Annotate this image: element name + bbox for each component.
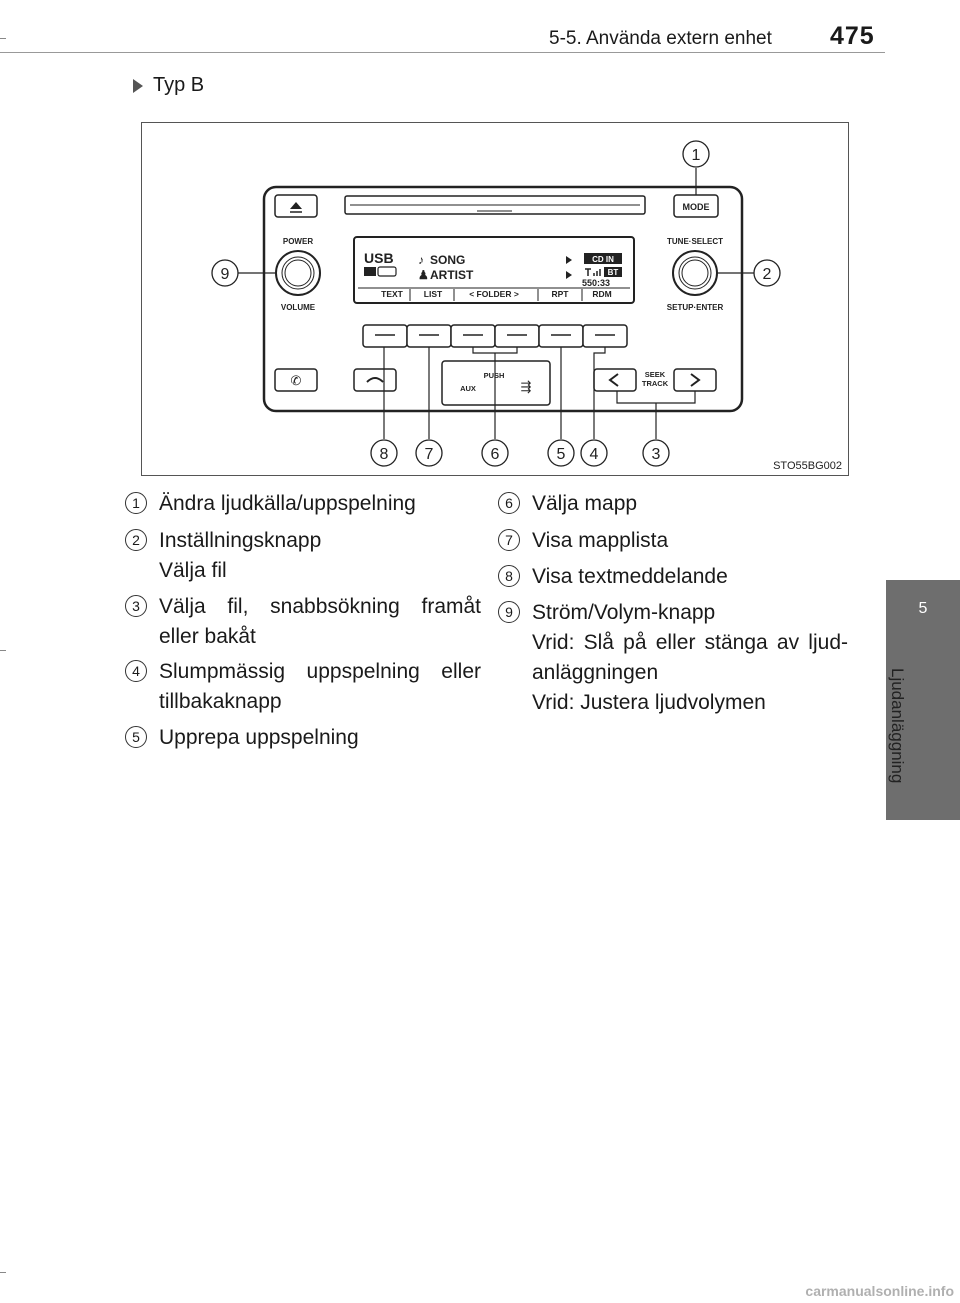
item-text: tillbakaknapp	[159, 690, 282, 713]
power-volume-knob	[275, 250, 321, 296]
aux-label: AUX	[460, 384, 476, 393]
item-number: 4	[125, 660, 147, 682]
radio-illustration: MODE POWER VOLUME TUNE·SELECT SETUP·ENTE…	[211, 140, 842, 472]
power-label: POWER	[283, 237, 313, 246]
item-number: 8	[498, 565, 520, 587]
section-title: 5-5. Använda extern enhet	[549, 28, 772, 49]
list-item: 7 Visa mapplista	[498, 526, 848, 556]
eject-icon	[290, 202, 302, 209]
item-text: Visa textmeddelande	[532, 565, 728, 588]
item-text: Upprepa uppspelning	[159, 726, 359, 749]
phone-hangup-button	[353, 368, 397, 392]
figure-code: STO55BG002	[773, 460, 842, 472]
cd-in-badge	[584, 253, 622, 264]
callout-7: 7	[425, 446, 434, 463]
seek-forward-icon	[690, 373, 701, 387]
chapter-number: 5	[918, 600, 928, 617]
phone-pickup-button	[274, 368, 318, 392]
phone-hangup-icon	[366, 377, 384, 383]
item-text: Vrid: Slå på eller stänga av ljud-	[532, 631, 848, 654]
callout-1: 1	[692, 147, 701, 164]
item-text: Välja fil, snabbsökning framåt	[159, 595, 481, 618]
item-number: 3	[125, 595, 147, 617]
chapter-label-text: Ljudanläggning	[888, 668, 907, 784]
item-number: 7	[498, 529, 520, 551]
callout-6: 6	[491, 446, 500, 463]
list-item: 3 Välja fil, snabbsökning framåt eller b…	[125, 592, 481, 652]
item-text: Ström/Volym-knapp	[532, 601, 716, 624]
item-number: 5	[125, 726, 147, 748]
display-song: SONG	[430, 253, 465, 267]
crop-mark	[0, 38, 6, 39]
callout-2: 2	[763, 266, 772, 283]
list-item: 2 Inställningsknapp Välja fil	[125, 526, 481, 586]
list-item: 4 Slumpmässig uppspelning eller tillbaka…	[125, 657, 481, 717]
list-item: 1 Ändra ljudkälla/uppspelning	[125, 489, 481, 519]
list-item: 5 Upprepa uppspelning	[125, 723, 481, 753]
item-text: eller bakåt	[159, 625, 256, 648]
subheading: Typ B	[133, 74, 204, 97]
display-time: 550:33	[582, 278, 610, 288]
callout-5: 5	[557, 446, 566, 463]
callout-4: 4	[590, 446, 599, 463]
tune-select-label: TUNE·SELECT	[667, 237, 723, 246]
menu-folder: < FOLDER >	[469, 289, 519, 299]
usb-icon: ⇶	[521, 379, 532, 394]
callout-8: 8	[380, 446, 389, 463]
mode-label: MODE	[683, 202, 710, 212]
page-number: 475	[830, 22, 875, 50]
setup-enter-label: SETUP·ENTER	[667, 303, 724, 312]
list-item: 6 Välja mapp	[498, 489, 848, 519]
radio-figure: MODE POWER VOLUME TUNE·SELECT SETUP·ENTE…	[141, 122, 849, 476]
seek-back-icon	[608, 373, 619, 387]
display-screen	[353, 236, 635, 304]
usb-aux-panel	[441, 360, 551, 406]
menu-rdm: RDM	[592, 289, 611, 299]
menu-rpt: RPT	[552, 289, 570, 299]
item-text: Vrid: Justera ljudvolymen	[532, 691, 766, 714]
crop-mark	[0, 1272, 6, 1273]
item-text: Ändra ljudkälla/uppspelning	[159, 492, 416, 515]
preset-buttons	[362, 324, 628, 348]
track-label: TRACK	[642, 379, 669, 388]
callout-3: 3	[652, 446, 661, 463]
item-text: Välja fil	[159, 559, 227, 582]
item-text: Inställningsknapp	[159, 529, 322, 552]
seek-back-button	[593, 368, 637, 392]
menu-list: LIST	[424, 289, 443, 299]
crop-mark	[0, 650, 6, 651]
item-text: Visa mapplista	[532, 529, 669, 552]
list-item: 9 Ström/Volym-knapp Vrid: Slå på eller s…	[498, 598, 848, 718]
header-rule	[0, 52, 885, 53]
display-note-icon: ♪	[418, 253, 424, 267]
footer-watermark: carmanualsonline.info	[805, 1283, 954, 1299]
item-number: 6	[498, 492, 520, 514]
push-label: PUSH	[484, 371, 505, 380]
display-source: USB	[364, 250, 394, 266]
item-number: 9	[498, 601, 520, 623]
bt-label: BT	[608, 268, 619, 277]
display-artist: ARTIST	[430, 268, 474, 282]
volume-label: VOLUME	[281, 303, 316, 312]
seek-label: SEEK	[645, 370, 666, 379]
subheading-text: Typ B	[153, 74, 205, 96]
menu-text: TEXT	[381, 289, 404, 299]
item-text: Välja mapp	[532, 492, 638, 515]
item-number: 1	[125, 492, 147, 514]
list-item: 8 Visa textmeddelande	[498, 562, 848, 592]
tune-select-knob	[672, 250, 718, 296]
item-text: Slumpmässig uppspelning eller	[159, 660, 481, 683]
phone-pickup-icon: ✆	[291, 373, 302, 388]
seek-forward-button	[673, 368, 717, 392]
callout-9: 9	[221, 266, 230, 283]
cd-in-label: CD IN	[592, 255, 614, 264]
item-number: 2	[125, 529, 147, 551]
chapter-label: Ljudanläggning	[887, 668, 927, 808]
signal-icon	[585, 268, 601, 276]
item-text: anläggningen	[532, 661, 659, 684]
triangle-bullet-icon	[133, 78, 143, 93]
chapter-tab: 5	[886, 580, 960, 820]
display-person-icon: ♟	[418, 268, 429, 282]
